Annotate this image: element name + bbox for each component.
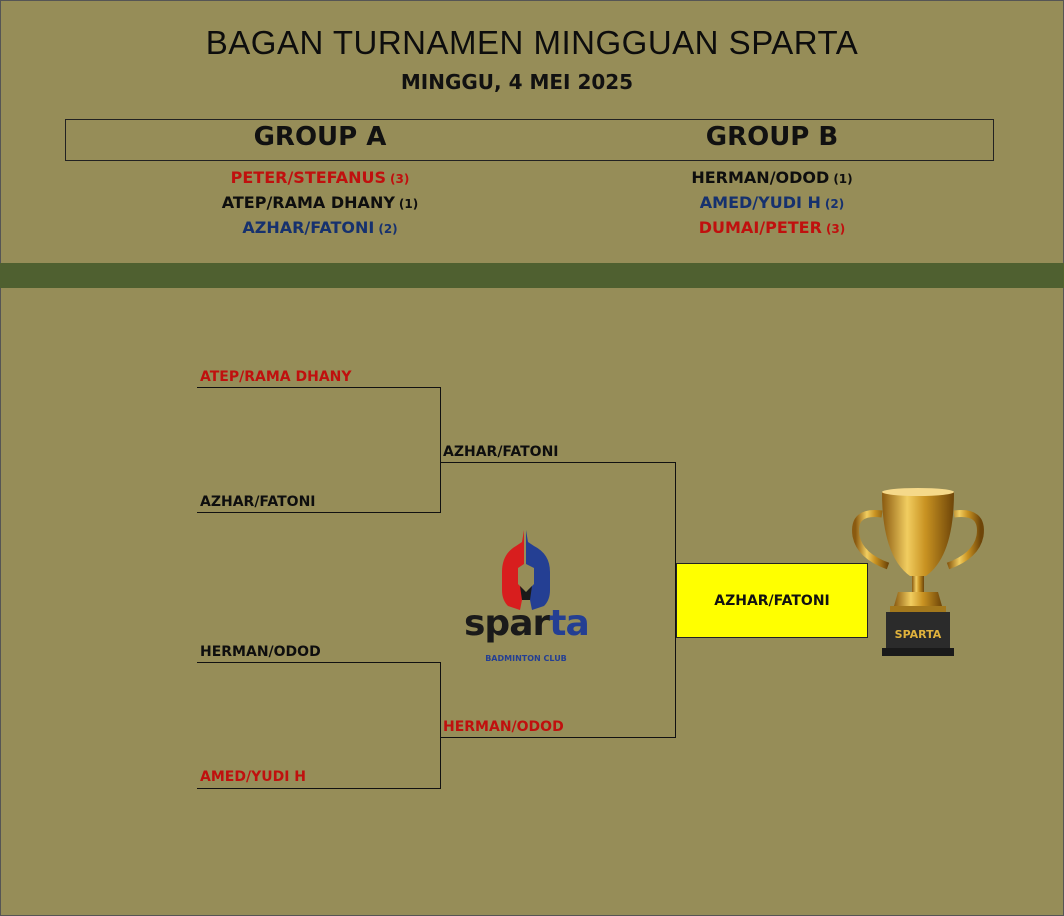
team-name: ATEP/RAMA DHANY: [222, 193, 395, 212]
team-seed: (2): [378, 222, 397, 236]
spartan-helmet-icon: [464, 528, 588, 612]
logo-wordmark-accent: ta: [549, 603, 589, 644]
group-a-heading: GROUP A: [160, 122, 480, 152]
bracket-line-sf1-top: [197, 387, 441, 388]
team-seed: (3): [826, 222, 845, 236]
team-name: HERMAN/ODOD: [691, 168, 829, 187]
group-b-heading: GROUP B: [612, 122, 932, 152]
final-bottom-team: HERMAN/ODOD: [443, 719, 564, 735]
bracket-line-sf2-bottom: [197, 788, 441, 789]
group-b-team-2: AMED/YUDI H (2): [612, 193, 932, 212]
team-name: PETER/STEFANUS: [231, 168, 386, 187]
logo-tagline: BADMINTON CLUB: [464, 654, 588, 663]
sf1-bottom-team: AZHAR/FATONI: [200, 494, 316, 510]
team-seed: (1): [399, 197, 418, 211]
trophy-image: SPARTA: [848, 486, 988, 662]
bracket-line-sf2-join: [440, 662, 441, 789]
champion-box: AZHAR/FATONI: [676, 563, 868, 638]
group-a-team-3: AZHAR/FATONI (2): [160, 218, 480, 237]
group-b-team-1: HERMAN/ODOD (1): [612, 168, 932, 187]
bracket-line-sf1-join: [440, 387, 441, 513]
team-seed: (2): [825, 197, 844, 211]
sparta-logo: sparta BADMINTON CLUB: [464, 528, 588, 668]
sf2-bottom-team: AMED/YUDI H: [200, 769, 306, 785]
final-top-team: AZHAR/FATONI: [443, 444, 559, 460]
divider-band: [0, 263, 1064, 288]
trophy-plate-text: SPARTA: [888, 628, 948, 641]
team-seed: (3): [390, 172, 409, 186]
page-subtitle: MINGGU, 4 MEI 2025: [0, 70, 1034, 94]
champion-name: AZHAR/FATONI: [714, 593, 830, 609]
bracket-line-sf1-bottom: [197, 512, 441, 513]
team-name: DUMAI/PETER: [699, 218, 822, 237]
page-title: BAGAN TURNAMEN MINGGUAN SPARTA: [0, 24, 1064, 62]
sf2-top-team: HERMAN/ODOD: [200, 644, 321, 660]
bracket-line-final-top: [441, 462, 676, 463]
bracket-line-sf2-top: [197, 662, 441, 663]
group-a-team-2: ATEP/RAMA DHANY (1): [160, 193, 480, 212]
bracket-line-final-bottom: [441, 737, 676, 738]
logo-wordmark: sparta: [464, 606, 588, 642]
sf1-top-team: ATEP/RAMA DHANY: [200, 369, 352, 385]
group-a-team-1: PETER/STEFANUS (3): [160, 168, 480, 187]
team-name: AMED/YUDI H: [700, 193, 821, 212]
team-name: AZHAR/FATONI: [242, 218, 374, 237]
team-seed: (1): [833, 172, 852, 186]
group-b-team-3: DUMAI/PETER (3): [612, 218, 932, 237]
